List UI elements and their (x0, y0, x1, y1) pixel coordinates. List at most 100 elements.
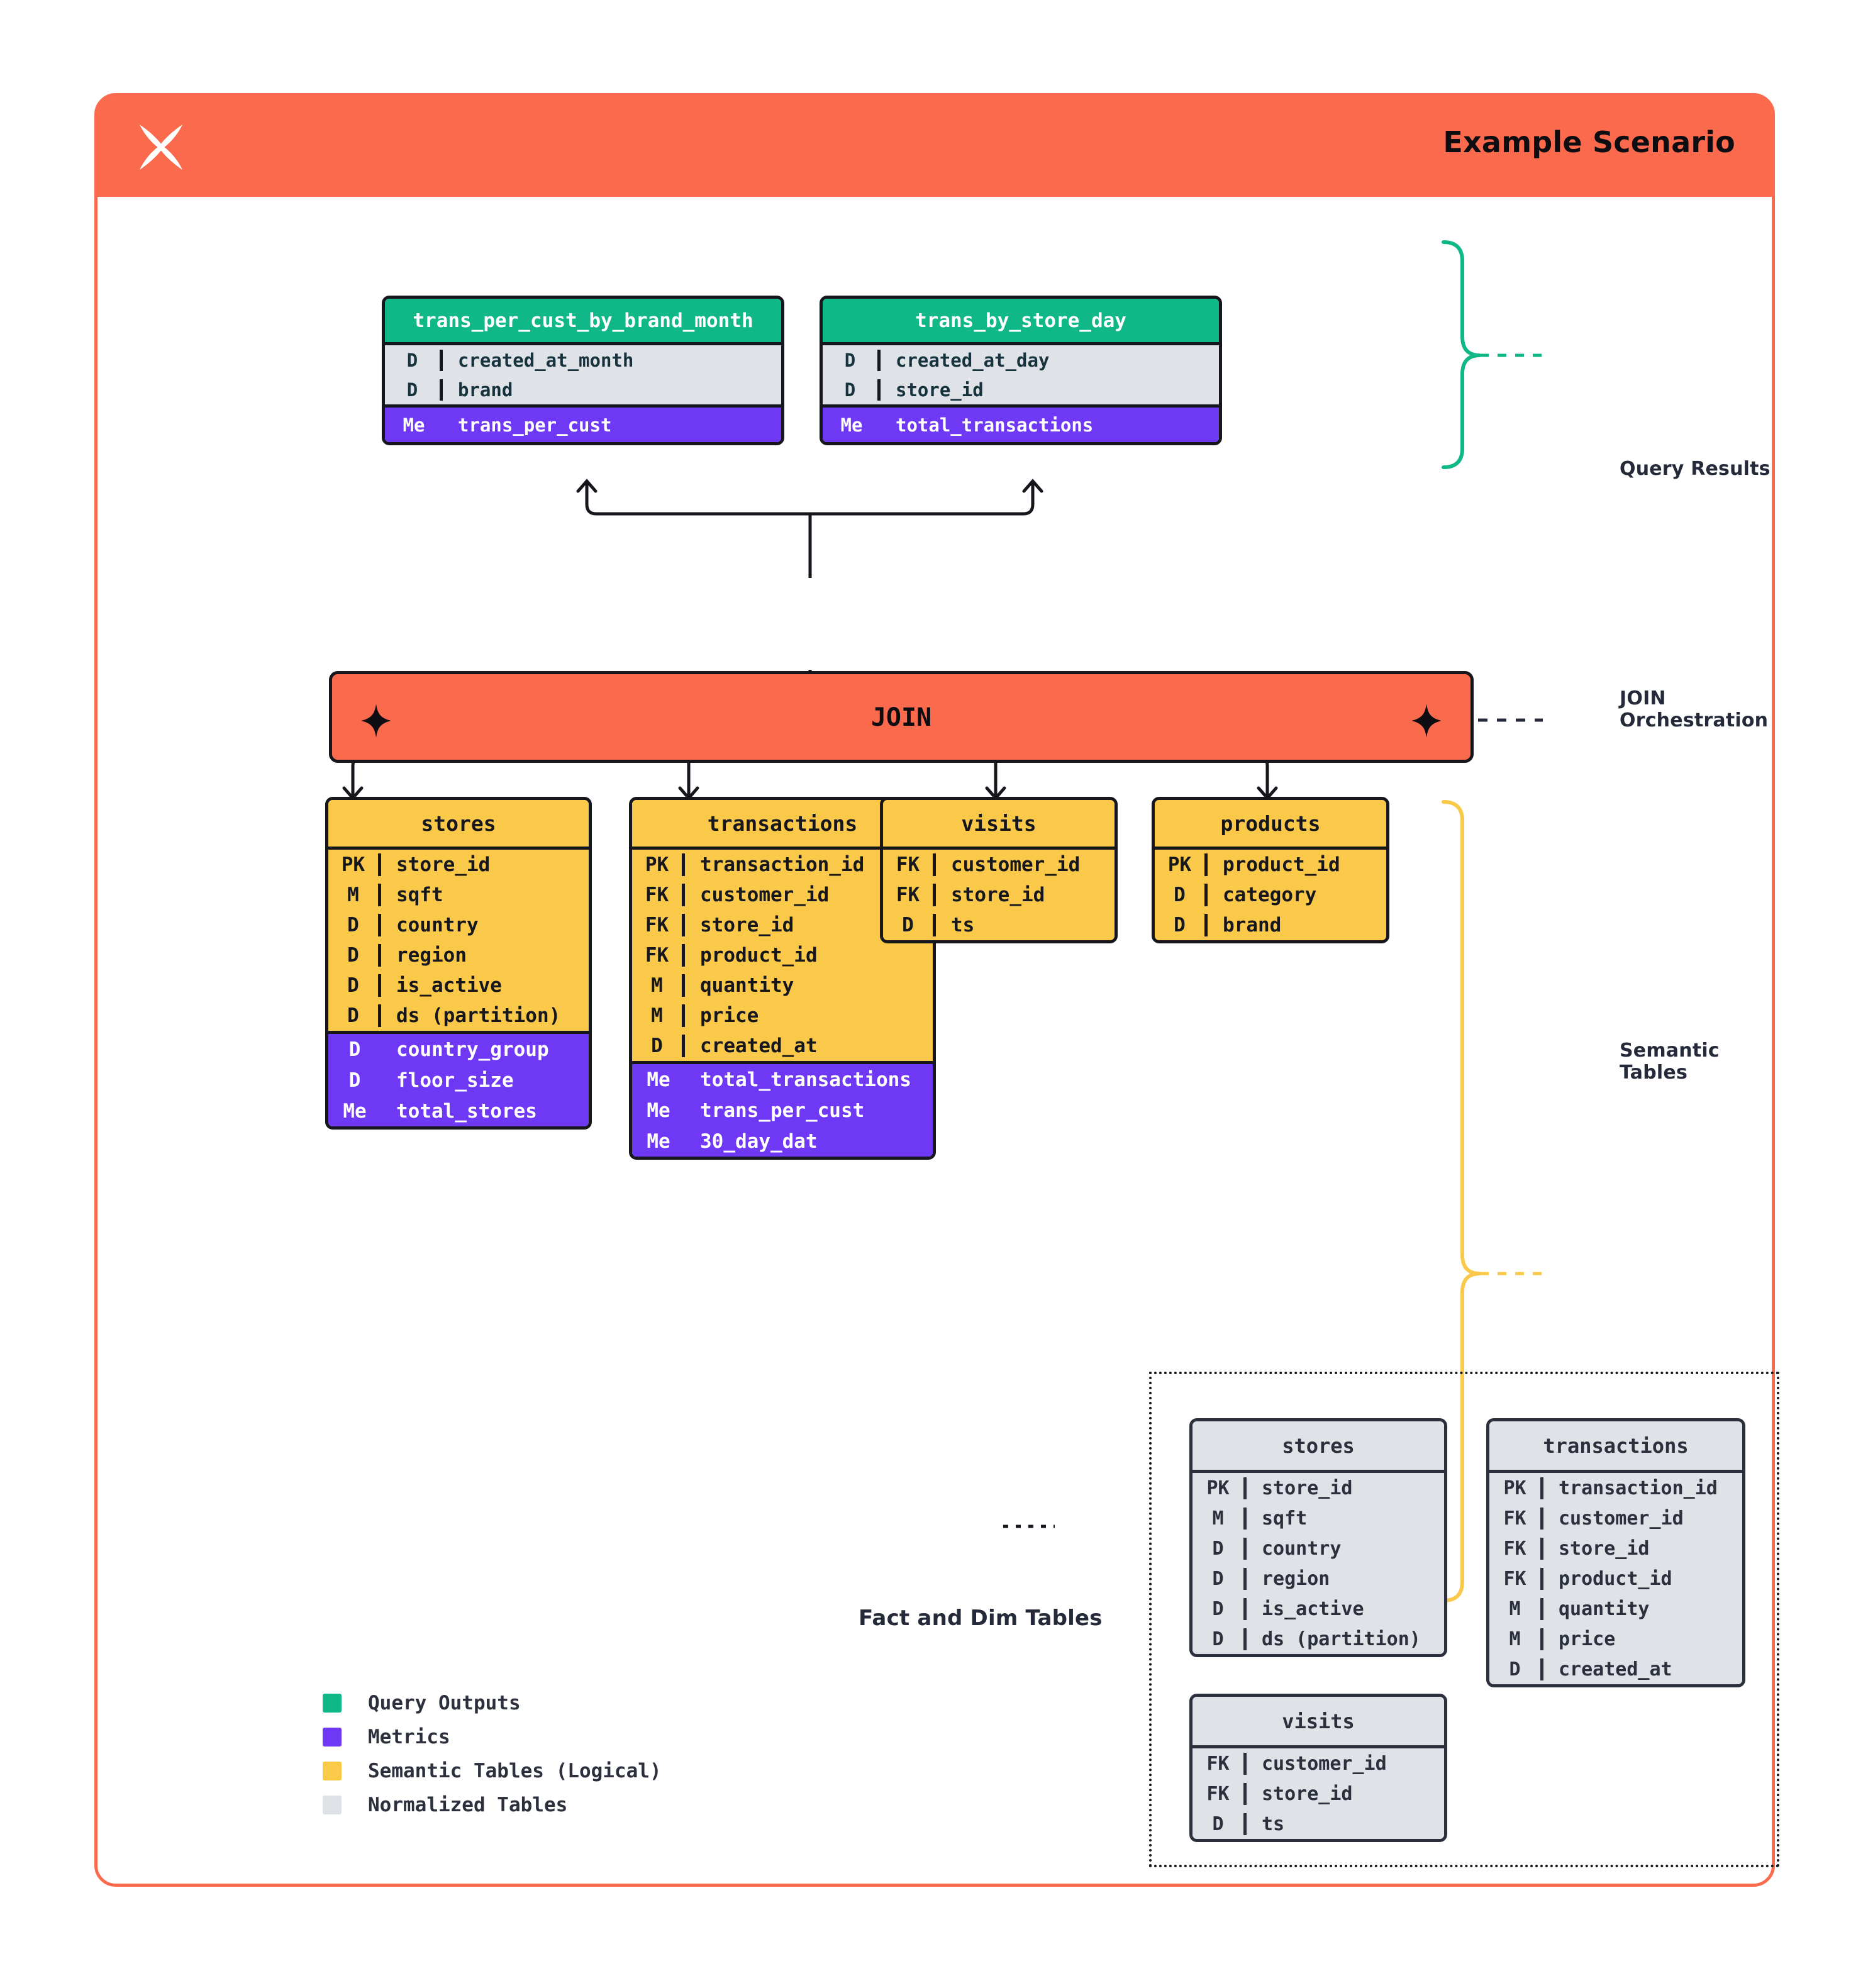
table-title: trans_by_store_day (823, 299, 1219, 342)
column-key: FK (1193, 1782, 1247, 1805)
column-key: D (823, 349, 881, 371)
legend-label: Semantic Tables (Logical) (368, 1760, 662, 1782)
column-field: created_at (1559, 1658, 1672, 1680)
column-field: quantity (1559, 1597, 1650, 1620)
column-key: D (348, 1038, 361, 1061)
query-result-table-trans-per-cust[interactable]: trans_per_cust_by_brand_month D created_… (382, 296, 784, 445)
annotation-semantic-tables: Semantic Tables (1620, 1040, 1720, 1084)
annotation-label: Fact and Dim Tables (859, 1606, 1103, 1631)
column-key: Me (647, 1099, 670, 1122)
column-key: M (1193, 1507, 1247, 1530)
table-row: PK product_id (1155, 850, 1386, 880)
query-result-table-trans-by-store-day[interactable]: trans_by_store_day D created_at_day D st… (820, 296, 1222, 445)
four-point-star-icon (1411, 704, 1442, 738)
column-key: D (385, 379, 443, 401)
table-title: stores (1193, 1421, 1444, 1470)
column-key: D (883, 914, 936, 936)
column-key: Me (403, 414, 425, 436)
dimension-section: D created_at_month D brand (385, 342, 781, 404)
table-title: transactions (1489, 1421, 1742, 1470)
column-key: D (348, 1069, 361, 1092)
column-field: store_id (896, 379, 984, 401)
column-key: FK (1489, 1507, 1543, 1530)
butterfly-x-logo-icon (139, 125, 183, 170)
column-field: brand (1223, 914, 1282, 936)
column-field: price (700, 1004, 759, 1027)
column-key: D (1193, 1597, 1247, 1620)
column-key: D (328, 914, 381, 936)
column-key: M (632, 974, 685, 997)
column-field: product_id (700, 944, 818, 967)
column-field: ds (partition) (1262, 1628, 1421, 1650)
column-field: trans_per_cust (458, 414, 612, 436)
column-field: country (396, 914, 479, 936)
column-field: product_id (1223, 853, 1340, 876)
legend-swatch (323, 1796, 342, 1814)
column-field: transaction_id (700, 853, 865, 876)
column-field: transaction_id (1559, 1477, 1718, 1499)
table-row: D brand (385, 375, 781, 404)
column-field: region (396, 944, 467, 967)
column-field: customer_id (1262, 1752, 1387, 1775)
column-key: D (1155, 884, 1208, 906)
column-field: region (1262, 1567, 1330, 1590)
metric-section: Me trans_per_cust (385, 404, 781, 442)
table-title: visits (1193, 1697, 1444, 1745)
column-field: country_group (396, 1038, 549, 1061)
column-field: store_id (1559, 1537, 1650, 1560)
column-field: store_id (1262, 1782, 1353, 1805)
join-orchestration-bar[interactable]: JOIN (329, 671, 1474, 763)
column-key: D (632, 1035, 685, 1057)
column-field: trans_per_cust (700, 1099, 865, 1122)
column-key: D (1155, 914, 1208, 936)
annotation-label-line1: JOIN (1620, 687, 1666, 709)
legend: Query Outputs Metrics Semantic Tables (L… (323, 1686, 662, 1822)
legend-label: Normalized Tables (368, 1794, 568, 1816)
four-point-star-icon (361, 704, 391, 738)
column-key: PK (1155, 853, 1208, 876)
page-title: Example Scenario (1443, 125, 1735, 159)
dimension-section: D created_at_day D store_id (823, 342, 1219, 404)
column-field: category (1223, 884, 1317, 906)
column-field: created_at_month (458, 349, 634, 371)
table-row: D created_at_day (823, 345, 1219, 375)
column-key: PK (328, 853, 381, 876)
table-row: FK store_id (1193, 1779, 1444, 1809)
column-field: created_at_day (896, 349, 1050, 371)
column-key: M (328, 884, 381, 906)
annotation-join-orchestration: JOIN Orchestration (1620, 687, 1768, 732)
column-field: customer_id (700, 884, 830, 906)
column-key: M (632, 1004, 685, 1027)
column-key: D (1489, 1658, 1543, 1680)
column-key: Me (647, 1130, 670, 1153)
